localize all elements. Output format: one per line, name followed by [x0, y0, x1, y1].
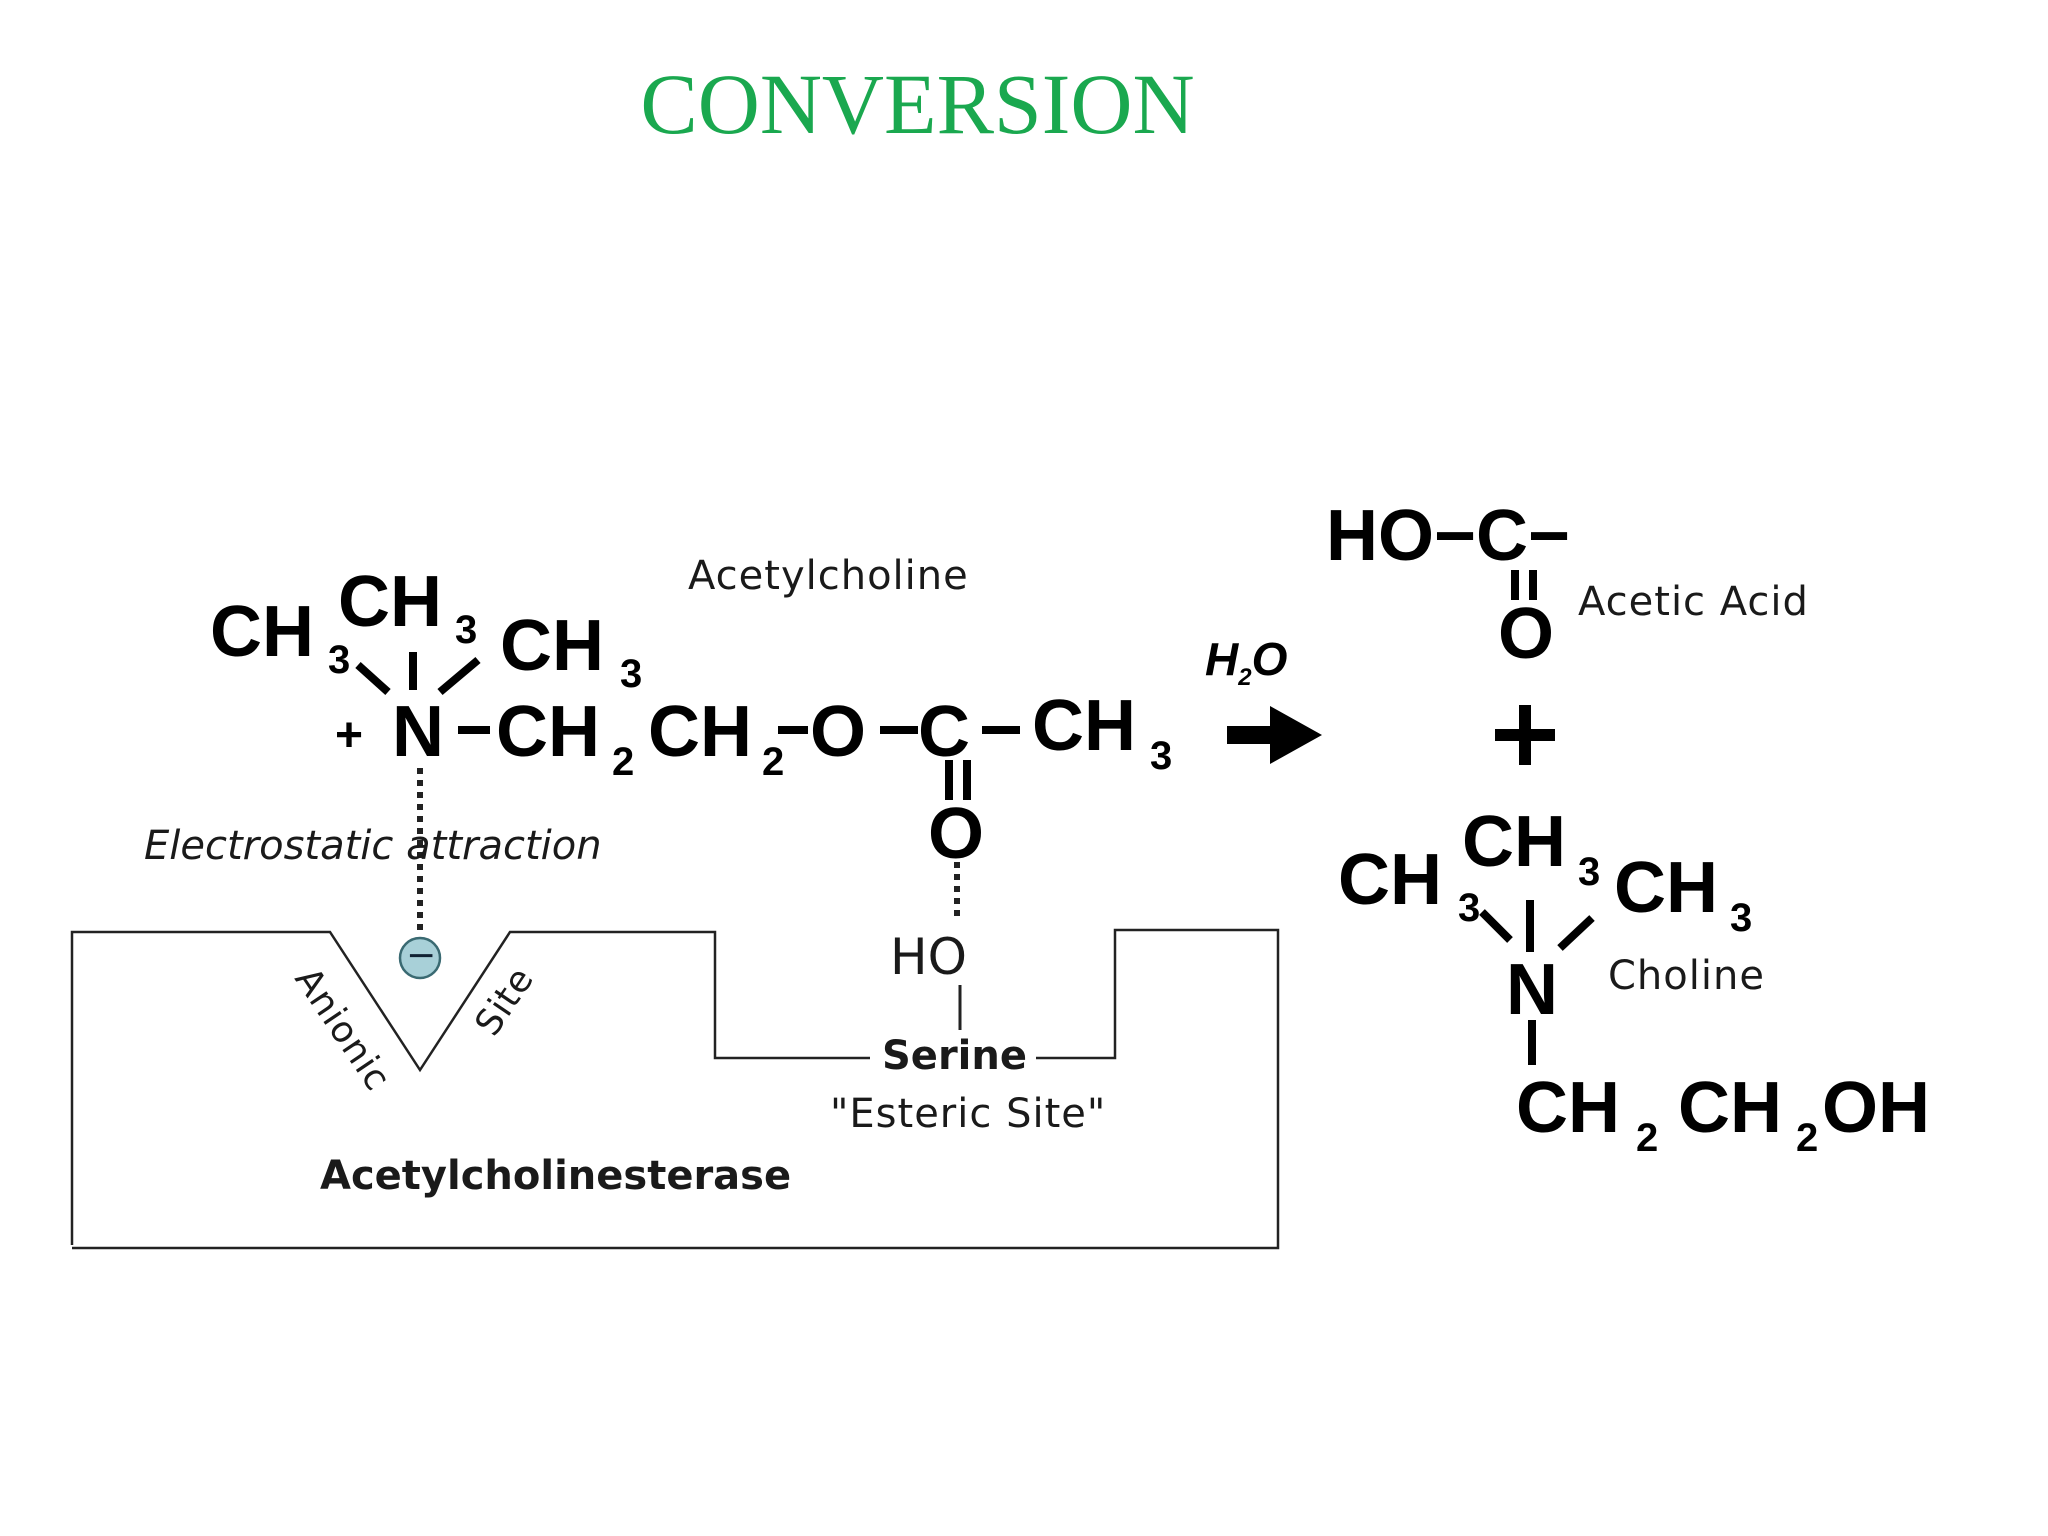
reaction-arrow	[1227, 706, 1322, 764]
ach-ch3-end: CH	[1032, 686, 1136, 766]
ach-ch3-right-sub: 3	[620, 652, 643, 696]
ach-ch3-right: CH	[500, 606, 604, 686]
choline-ch2-b-sub: 2	[1796, 1116, 1819, 1160]
product-plus-sign	[1495, 705, 1555, 765]
ach-ch2-2-sub: 2	[762, 740, 785, 784]
choline-ch3-top-sub: 3	[1578, 850, 1601, 894]
esteric-site-label: "Esteric Site"	[830, 1091, 1107, 1137]
acetic-acid-bonds	[1511, 570, 1537, 600]
water-reagent: H2O	[1205, 633, 1288, 691]
ach-ch3-top: CH	[338, 562, 442, 642]
negative-charge-circle	[398, 936, 442, 980]
choline-ch3-right-sub: 3	[1730, 896, 1753, 940]
ach-ch3-top-sub: 3	[455, 608, 478, 652]
choline-oh: OH	[1822, 1068, 1930, 1148]
enzyme-name: Acetylcholinesterase	[320, 1153, 792, 1199]
choline-bonds	[1479, 900, 1595, 1065]
choline-ch3-left-sub: 3	[1458, 886, 1481, 930]
acetic-acid-label: Acetic Acid	[1578, 579, 1809, 625]
choline-ch3-top: CH	[1462, 802, 1566, 882]
acetic-acid-o: O	[1498, 594, 1555, 674]
serine-label: Serine	[882, 1033, 1027, 1079]
choline-ch2-b: CH	[1678, 1068, 1782, 1148]
acetic-acid-ho-c: HO−C−	[1326, 496, 1571, 576]
acetylcholine-label: Acetylcholine	[688, 553, 969, 599]
choline-ch3-left: CH	[1338, 840, 1442, 920]
ach-carbonyl-o: O	[928, 794, 985, 874]
ach-ch2-2: CH	[648, 692, 752, 772]
choline-ch2-a: CH	[1516, 1068, 1620, 1148]
ach-ch3-left: CH	[210, 592, 314, 672]
enzyme-outline	[70, 928, 1280, 1250]
ach-carbonyl-c: C	[918, 692, 970, 772]
choline-n-atom: N	[1506, 950, 1558, 1030]
choline-ch2-a-sub: 2	[1636, 1116, 1659, 1160]
ach-ch3-left-sub: 3	[328, 638, 351, 682]
choline-label: Choline	[1608, 953, 1765, 999]
ach-ester-o: O	[810, 692, 867, 772]
ach-ch2-1: CH	[496, 692, 600, 772]
negative-charge-sign: −	[406, 935, 437, 976]
electrostatic-attraction-label: Electrostatic attraction	[144, 823, 602, 869]
ach-ch2-1-sub: 2	[612, 740, 635, 784]
ach-n-atom: N	[392, 692, 444, 772]
choline-ch3-right: CH	[1614, 848, 1718, 928]
acetylcholine-bonds	[355, 652, 1020, 800]
ach-ch3-end-sub: 3	[1150, 734, 1173, 778]
serine-ho: HO	[890, 928, 967, 986]
ach-plus-charge: +	[335, 709, 364, 762]
page-title: CONVERSION	[640, 56, 1195, 152]
